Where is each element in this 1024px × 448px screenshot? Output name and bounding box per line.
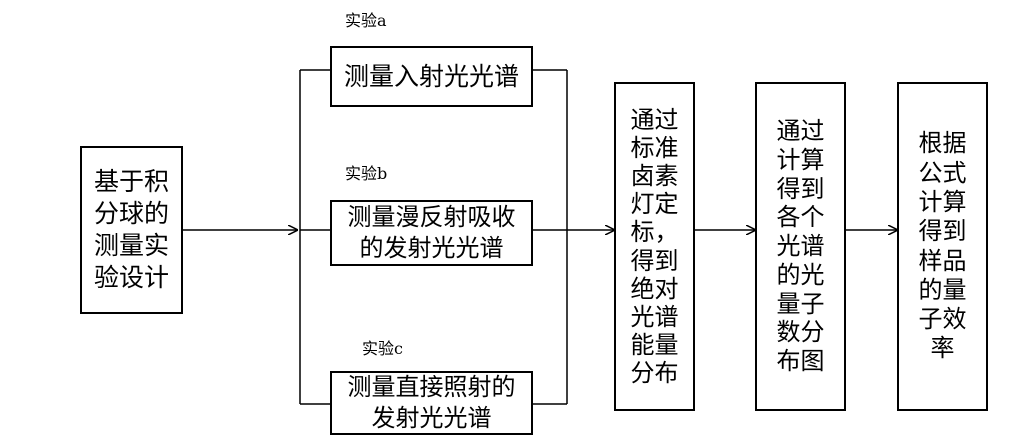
experiment-b-label: 实验b bbox=[345, 164, 388, 183]
step-3-text: 根据 公式 计算 得到 样品 的量 子效 率 bbox=[918, 129, 967, 363]
step-1-text: 通过 标准 卤素 灯定 标， 得到 绝对 光谱 能量 分布 bbox=[630, 106, 679, 387]
experiment-a-label: 实验a bbox=[345, 11, 387, 30]
step-1-box: 通过 标准 卤素 灯定 标， 得到 绝对 光谱 能量 分布 bbox=[614, 82, 695, 411]
step-2-text: 通过 计算 得到 各个 光谱 的光 量子 数分 布图 bbox=[776, 116, 825, 376]
start-box: 基于积 分球的 测量实 验设计 bbox=[80, 146, 183, 314]
experiment-b-text: 测量漫反射吸收 的发射光光谱 bbox=[347, 202, 516, 262]
experiment-c-text: 测量直接照射的 发射光光谱 bbox=[347, 372, 516, 432]
step-3-box: 根据 公式 计算 得到 样品 的量 子效 率 bbox=[897, 82, 988, 411]
experiment-c-label: 实验c bbox=[362, 339, 403, 358]
experiment-a-box: 测量入射光光谱 bbox=[330, 46, 533, 107]
start-box-text: 基于积 分球的 测量实 验设计 bbox=[93, 167, 169, 292]
experiment-a-text: 测量入射光光谱 bbox=[343, 61, 519, 91]
step-2-box: 通过 计算 得到 各个 光谱 的光 量子 数分 布图 bbox=[755, 82, 846, 411]
experiment-c-box: 测量直接照射的 发射光光谱 bbox=[330, 371, 533, 435]
experiment-b-box: 测量漫反射吸收 的发射光光谱 bbox=[330, 200, 533, 266]
